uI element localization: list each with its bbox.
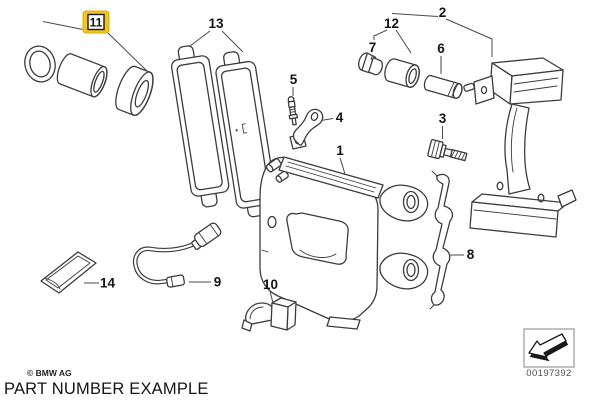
leader-10 — [269, 290, 274, 304]
part-anti-rattle-spring — [429, 170, 454, 310]
callout-label-12[interactable]: 12 — [384, 16, 399, 31]
leader-4 — [320, 118, 334, 121]
part-seal-ring — [24, 45, 56, 83]
leader-2-right — [445, 18, 493, 57]
part-brake-pad-front — [215, 51, 277, 218]
callout-label-6[interactable]: 6 — [437, 41, 445, 56]
callout-label-2[interactable]: 2 — [439, 5, 447, 20]
leader-13-right — [221, 30, 244, 53]
leader-2-left — [391, 13, 439, 17]
callout-label-11[interactable]: 11 — [90, 16, 103, 30]
arrow-down-left-icon — [528, 333, 569, 362]
part-brake-caliper — [259, 156, 429, 330]
page-caption: PART NUMBER EXAMPLE — [4, 380, 209, 398]
part-retaining-bracket — [289, 108, 324, 150]
callout-11-hotspot[interactable]: 11 — [82, 10, 110, 34]
part-grease-packet — [40, 251, 97, 294]
part-caliper-carrier — [463, 57, 577, 238]
callout-label-3[interactable]: 3 — [439, 111, 447, 126]
callout-label-13[interactable]: 13 — [208, 16, 224, 31]
part-guide-bolt — [427, 139, 468, 162]
leader-11-right — [107, 32, 148, 72]
leader-12-right — [395, 29, 412, 54]
part-number-box: 00197392 — [523, 328, 575, 379]
part-number-text: 00197392 — [526, 368, 571, 379]
callout-label-14[interactable]: 14 — [100, 276, 116, 291]
leader-7 — [370, 54, 373, 61]
callout-label-7[interactable]: 7 — [369, 40, 377, 55]
callout-label-5[interactable]: 5 — [290, 72, 298, 87]
part-protective-cap — [358, 52, 383, 76]
part-piston — [56, 53, 108, 98]
part-cable-clip — [241, 297, 297, 332]
callout-label-9[interactable]: 9 — [214, 275, 222, 290]
callout-label-4[interactable]: 4 — [336, 110, 344, 125]
part-guide-pin — [423, 74, 463, 100]
part-guide-sleeve — [384, 58, 420, 88]
callout-label-8[interactable]: 8 — [467, 247, 475, 262]
part-dust-boot — [115, 65, 154, 117]
callout-label-10[interactable]: 10 — [263, 277, 278, 292]
leader-11-left — [42, 21, 84, 30]
leader-13-left — [189, 30, 211, 47]
leader-1 — [339, 157, 346, 175]
part-bleeder-screw — [287, 96, 298, 126]
part-wear-sensor — [132, 222, 222, 288]
leader-12-left — [373, 29, 388, 40]
caliper-bleed-fittings — [265, 158, 289, 183]
callout-label-1[interactable]: 1 — [336, 143, 344, 158]
part-brake-pad-rear — [170, 45, 230, 208]
copyright-text: © BMW AG — [27, 368, 72, 378]
